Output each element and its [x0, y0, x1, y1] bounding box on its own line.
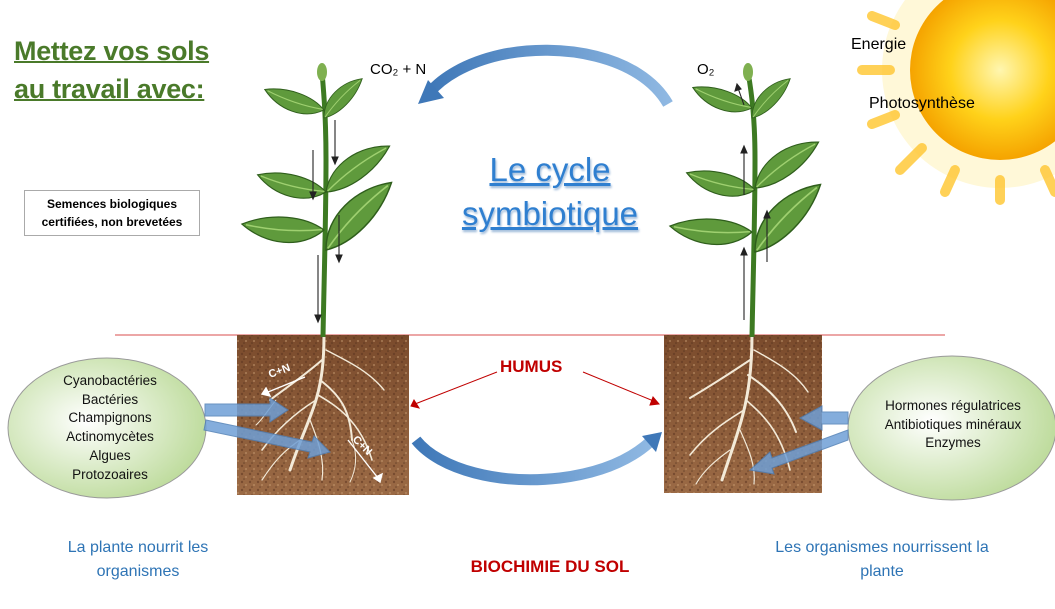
- headline-line-2: au travail avec:: [14, 74, 205, 104]
- roots-right: [689, 333, 809, 485]
- organism-item: Champignons: [68, 410, 152, 426]
- cycle-title: Le cycle symbiotique: [455, 148, 645, 236]
- organism-item: Actinomycètes: [66, 429, 154, 445]
- organism-item: Algues: [89, 447, 131, 463]
- product-item: Hormones régulatrices: [885, 398, 1021, 413]
- flow-arrows-left: [203, 397, 331, 459]
- plant-products-list: Hormones régulatrices Antibiotiques miné…: [858, 397, 1048, 453]
- product-item: Antibiotiques minéraux: [884, 416, 1022, 432]
- product-item: Enzymes: [925, 435, 981, 451]
- organism-item: Protozoaires: [72, 466, 148, 482]
- humus-arrows: [410, 371, 660, 409]
- cycle-title-line-2: symbiotique: [461, 195, 639, 232]
- headline-line-1: Mettez vos sols: [14, 36, 210, 66]
- o2-label: O₂: [697, 61, 715, 78]
- footer-title: BIOCHIMIE DU SOL: [470, 557, 630, 576]
- photosynthese-label: Photosynthèse: [869, 95, 975, 112]
- organism-item: Cyanobactéries: [63, 373, 157, 388]
- cycle-title-line-1: Le cycle: [489, 151, 611, 188]
- cycle-arrow-top: [418, 44, 673, 107]
- sap-arrows-up: [734, 82, 771, 320]
- co2-n-label: CO₂ + N: [370, 61, 427, 78]
- organisms-list: Cyanobactéries Bactéries Champignons Act…: [30, 372, 190, 484]
- energie-label: Energie: [851, 36, 907, 53]
- caption-right: Les organismes nourrissent la plante: [775, 539, 989, 580]
- caption-left: La plante nourrit les organismes: [67, 539, 209, 580]
- cn-arrows: [260, 376, 384, 484]
- organism-item: Bactéries: [81, 391, 139, 407]
- seeds-line-2: certifiées, non brevetées: [41, 215, 183, 229]
- seeds-line-1: Semences biologiques: [46, 197, 178, 211]
- cycle-arrow-bottom: [411, 432, 662, 486]
- products-bubble: [847, 355, 1055, 501]
- sap-arrows-down: [309, 120, 343, 324]
- plant-right: [667, 63, 833, 338]
- flow-arrows-right: [748, 405, 849, 475]
- plant-left: [239, 63, 404, 338]
- seeds-box: Semences biologiques certifiées, non bre…: [24, 190, 200, 236]
- sun-icon: [857, 0, 1055, 205]
- humus-label: HUMUS: [500, 357, 563, 376]
- headline: Mettez vos sols au travail avec:: [14, 32, 209, 108]
